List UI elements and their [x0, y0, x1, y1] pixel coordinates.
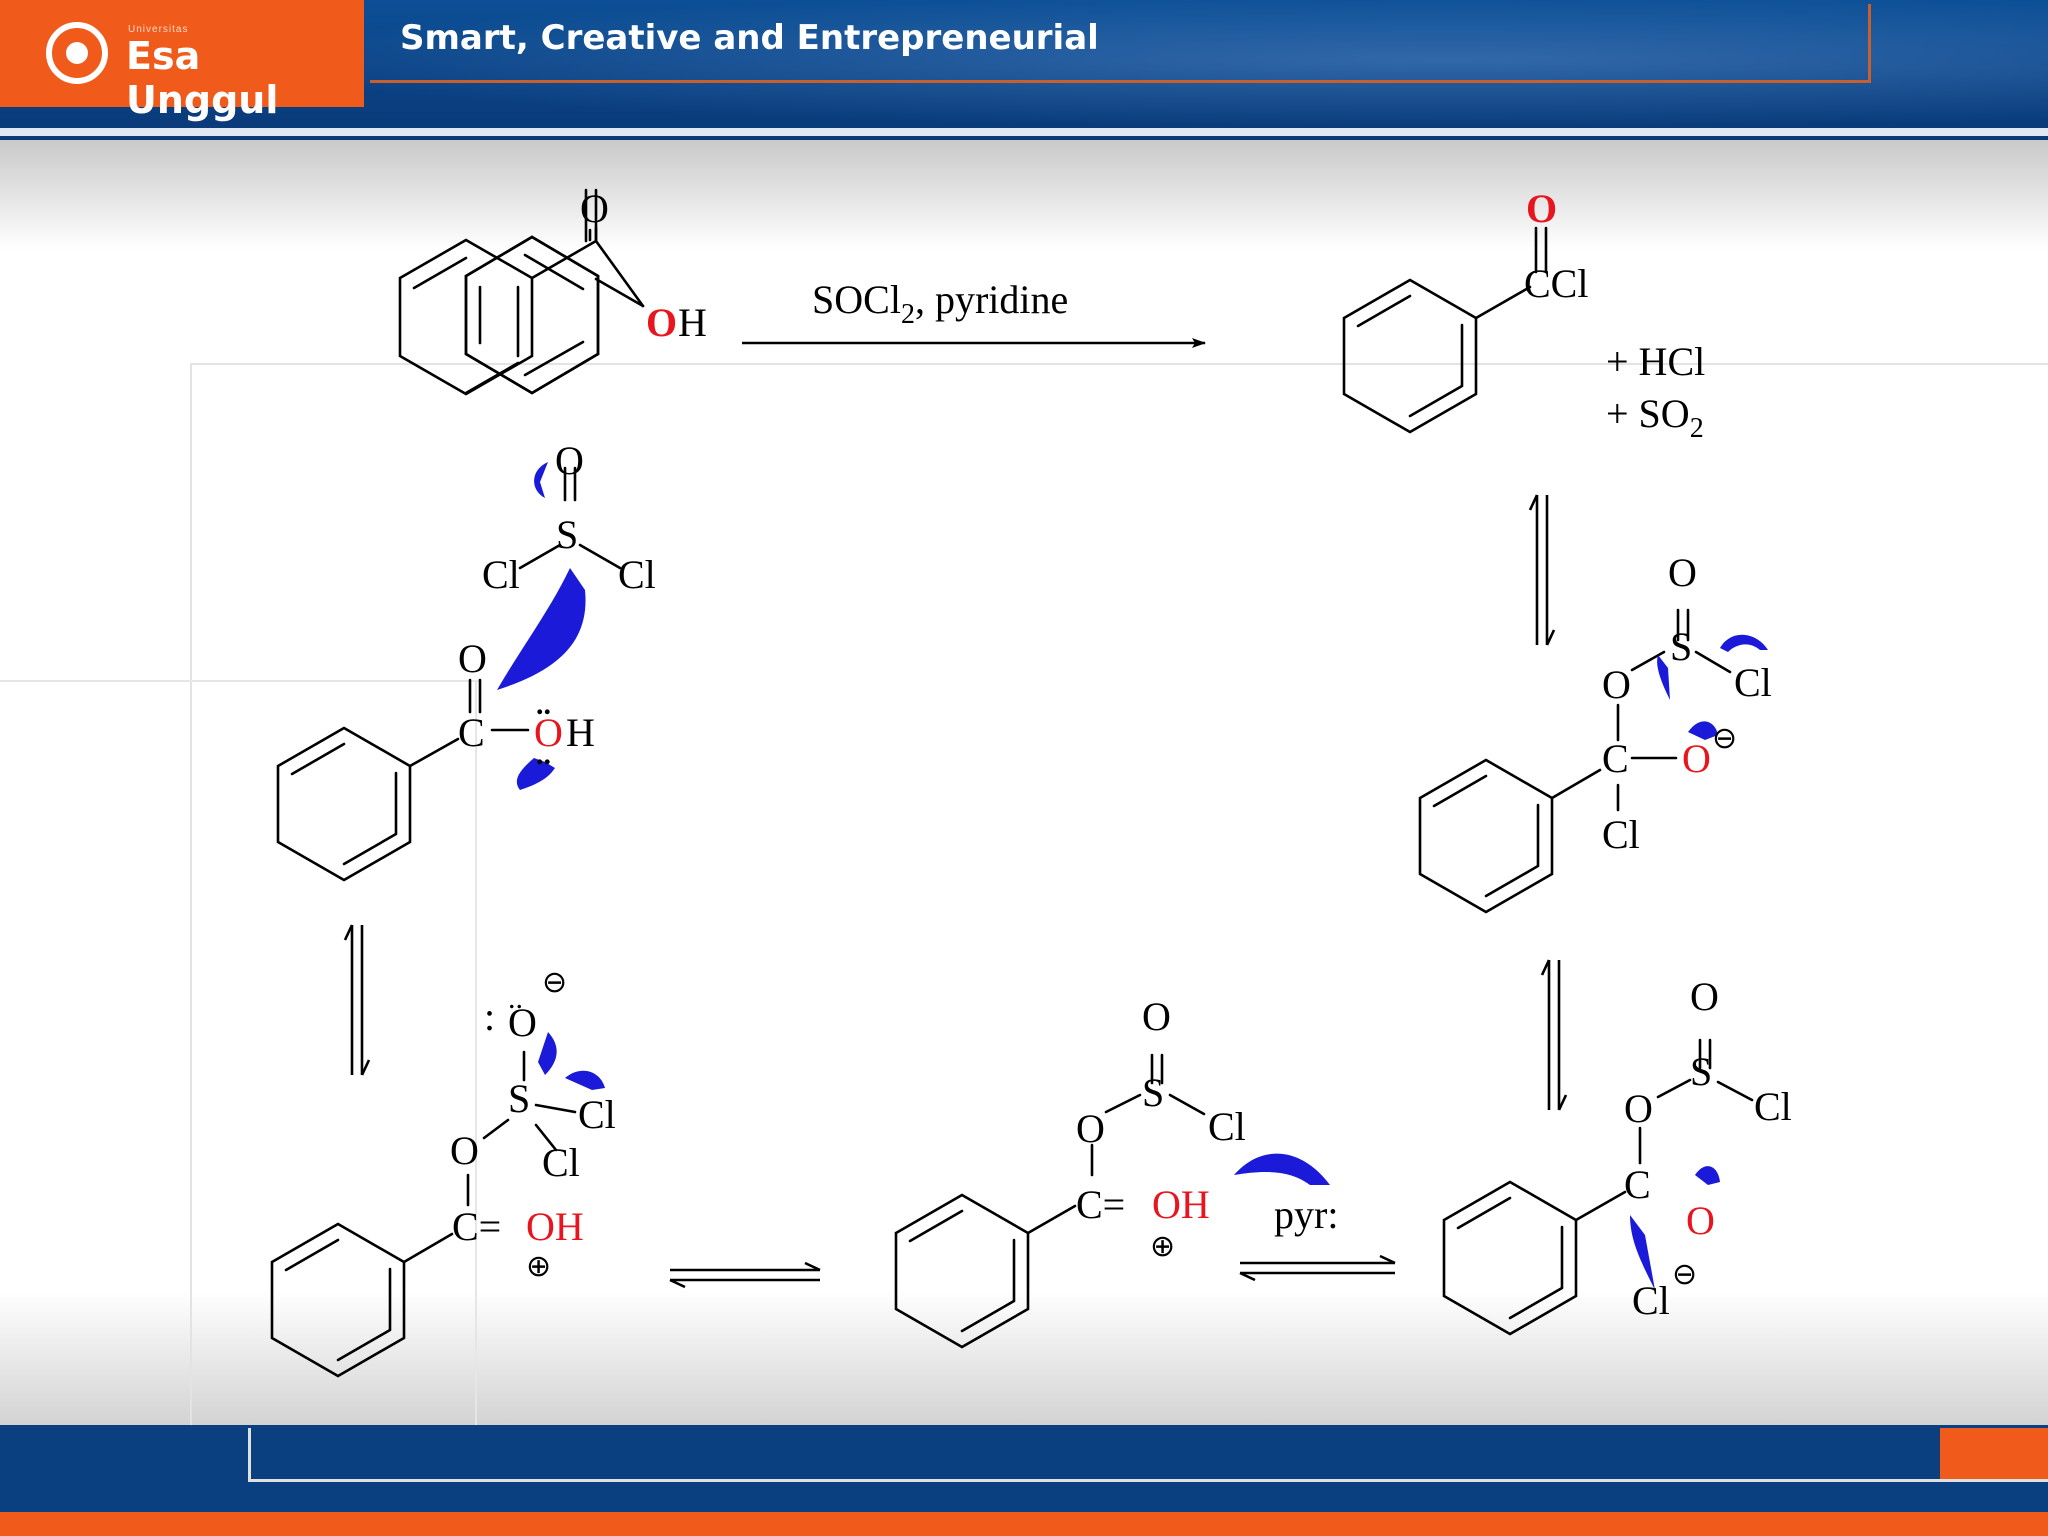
- molecule-1-bonds: [584, 188, 645, 308]
- molecule-tetrahedral-intermediate: [1418, 608, 1732, 914]
- benzoic-acid-structure: [464, 235, 600, 395]
- slide-content-area: [0, 140, 2048, 1425]
- atom-label-highlight: OH: [526, 1204, 584, 1249]
- atom-label: C: [1602, 736, 1629, 781]
- atom-label-highlight: O: [534, 710, 563, 755]
- reagent-label: SOCl2, pyridine: [812, 277, 1068, 330]
- atom-label: S: [1690, 1049, 1712, 1094]
- molecule-benzoyl-chloride: [1342, 226, 1548, 434]
- atom-label: Cl: [482, 552, 520, 597]
- atom-label: C: [458, 710, 485, 755]
- frame-line: [475, 680, 477, 1425]
- molecule-chlorosulfite-chloride: [1442, 1038, 1754, 1336]
- curved-arrow-icon: [538, 1032, 557, 1075]
- atom-label: O: [1076, 1106, 1105, 1151]
- frame-line: [190, 363, 2048, 365]
- atom-label: S: [556, 512, 578, 557]
- byproduct-so2: + SO2: [1606, 391, 1704, 444]
- atom-label: C=: [452, 1204, 501, 1249]
- atom-label: S: [508, 1076, 530, 1121]
- atom-label-highlight: OH: [1152, 1182, 1210, 1227]
- base-label: pyr:: [1274, 1192, 1338, 1237]
- atom-label-highlight: O: [1686, 1198, 1715, 1243]
- charge-minus: ⊖: [1712, 722, 1737, 755]
- atom-label: O: [1602, 662, 1631, 707]
- atom-label: Cl: [1754, 1084, 1792, 1129]
- frame-line: [190, 363, 192, 1425]
- atom-label: CCl: [1524, 261, 1588, 306]
- atom-label: O: [450, 1128, 479, 1173]
- atom-label: S: [1670, 624, 1692, 669]
- atom-label: Cl: [1632, 1278, 1670, 1323]
- atom-label: Cl: [578, 1092, 616, 1137]
- curved-arrow-icon: [565, 1070, 605, 1090]
- equilibrium-arrow-bottom-right: [1239, 1254, 1396, 1282]
- frame-line: [0, 680, 480, 682]
- molecule-chlorosulfonium-intermediate: [270, 1050, 577, 1378]
- atom-label: O: [1668, 550, 1697, 595]
- molecule-acid-attacking-socl2: [276, 466, 622, 882]
- logo-swirl-icon: [46, 22, 108, 84]
- atom-label: H: [566, 710, 595, 755]
- atom-label: Cl: [1734, 660, 1772, 705]
- curved-arrow-icon: [1688, 721, 1718, 740]
- atom-label-highlight: O: [1682, 736, 1711, 781]
- footer-frame: [248, 1428, 2048, 1482]
- tagline: Smart, Creative and Entrepreneurial: [400, 18, 1099, 58]
- header-divider: [0, 128, 2048, 136]
- footer-accent: [1940, 1428, 2048, 1480]
- curved-arrow-icon: [1630, 1215, 1655, 1290]
- big-curved-arrow-icon: [497, 568, 586, 690]
- charge-minus: ⊖: [542, 966, 567, 999]
- lone-pair: ..: [536, 738, 551, 771]
- equilibrium-arrow-right-bottom: [1540, 959, 1568, 1111]
- lone-pair: :: [484, 994, 495, 1039]
- charge-plus: ⊕: [526, 1250, 551, 1283]
- atom-label: O: [458, 636, 487, 681]
- atom-label-highlight: O: [1526, 186, 1557, 231]
- atom-label: C=: [1076, 1182, 1125, 1227]
- curved-arrow-icon: [1657, 655, 1670, 700]
- atom-label: C: [1624, 1162, 1651, 1207]
- atom-label-highlight: O: [646, 300, 677, 345]
- logo-subtitle: Universitas: [128, 24, 189, 35]
- atom-label: O: [1690, 974, 1719, 1019]
- atom-label: Cl: [618, 552, 656, 597]
- structure-labels: O O H SOCl2, pyridine O CCl + HCl + SO2 …: [450, 186, 1792, 1323]
- atom-label: O: [508, 1000, 537, 1045]
- atom-label: O: [1624, 1086, 1653, 1131]
- charge-minus: ⊖: [1672, 1258, 1697, 1291]
- atom-label: O: [555, 438, 584, 483]
- electron-push-arrows: [497, 462, 1768, 1290]
- lone-pair: ..: [508, 982, 523, 1015]
- curved-arrow-icon: [1695, 1166, 1720, 1185]
- equilibrium-arrow-left: [343, 924, 371, 1076]
- lone-pair: ..: [536, 688, 551, 721]
- atom-label: S: [1142, 1070, 1164, 1115]
- molecule-benzoic-acid: [398, 226, 645, 396]
- footer-stripe: [0, 1512, 2048, 1536]
- curved-arrow-icon: [534, 462, 548, 498]
- curved-arrow-icon: [1720, 634, 1768, 652]
- atom-label: O: [580, 186, 609, 231]
- byproduct-hcl: + HCl: [1606, 339, 1705, 384]
- atom-label: Cl: [542, 1140, 580, 1185]
- atom-label: Cl: [1208, 1104, 1246, 1149]
- equilibrium-arrow-bottom-left: [669, 1261, 821, 1289]
- atom-label: Cl: [1602, 812, 1640, 857]
- curved-arrow-icon: [516, 758, 555, 790]
- tagline-rule-end: [1868, 4, 1871, 83]
- tagline-rule: [370, 80, 1870, 83]
- atom-label: O: [1142, 994, 1171, 1039]
- atom-label: H: [678, 300, 707, 345]
- molecule-protonated-chlorosulfite: [894, 1053, 1206, 1349]
- equilibrium-arrow-right-top: [1528, 494, 1556, 646]
- logo-box: Universitas Esa Unggul: [0, 0, 364, 122]
- logo-text: Esa Unggul: [126, 34, 279, 122]
- charge-plus: ⊕: [1150, 1230, 1175, 1263]
- big-curved-arrow-icon: [1234, 1153, 1330, 1185]
